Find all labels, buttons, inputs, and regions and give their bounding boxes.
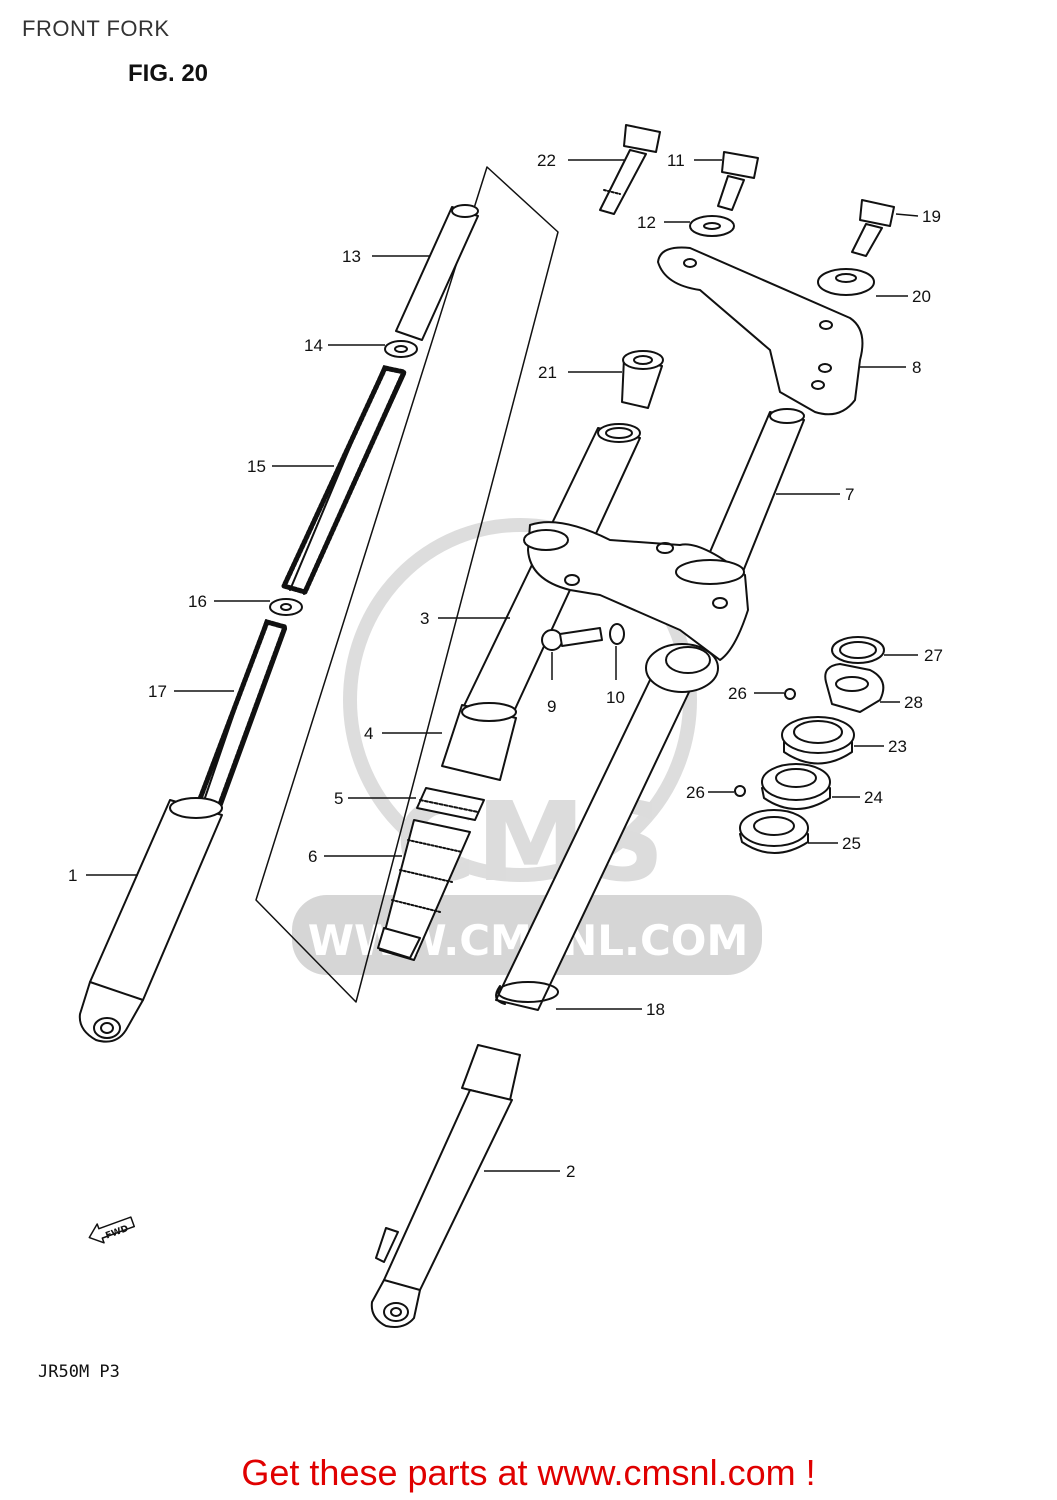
part-2-fork-leg [370,643,719,1328]
part-26-ball-lower [734,785,746,797]
promo-link[interactable]: Get these parts at www.cmsnl.com ! [241,1452,816,1493]
part-13-damper-tube [395,204,479,341]
callout-17: 17 [148,682,167,701]
part-8-upper-bracket [657,246,864,416]
callout-15: 15 [247,457,266,476]
part-25-dust-seal [739,809,809,854]
callout-26-lower: 26 [686,783,705,802]
callout-12: 12 [637,213,656,232]
callout-3: 3 [420,609,429,628]
callout-25: 25 [842,834,861,853]
callout-23: 23 [888,737,907,756]
leader-lines [86,159,919,1172]
callout-21: 21 [538,363,557,382]
part-18-circlip [495,981,559,1005]
callout-28: 27 [924,646,943,665]
part-28-lock-washer [831,636,885,664]
part-15-spring [281,365,407,595]
callout-7: 7 [845,485,854,504]
part-27-nut [824,663,885,713]
callout-24: 24 [864,788,883,807]
callout-26-upper: 26 [728,684,747,703]
part-20-washer [817,268,875,296]
callout-2: 2 [566,1162,575,1181]
part-26-ball-upper [784,688,796,700]
callout-4: 4 [364,724,373,743]
part-23-bearing-race [781,716,855,765]
part-17-spring [189,619,288,830]
part-1-outer-tube [78,797,223,1043]
callout-6: 6 [308,847,317,866]
page-header: FRONT FORK [22,16,170,41]
callout-5: 5 [334,789,343,808]
part-21-cap [621,350,664,409]
callout-18: 18 [646,1000,665,1019]
part-5-oil-seal [416,787,485,821]
callout-16: 16 [188,592,207,611]
part-12-washer [689,215,735,237]
part-10-washer [609,623,625,645]
part-11-bolt [717,151,759,211]
part-14-washer [384,340,418,358]
part-7-steering-stem [523,408,805,661]
part-9-bolt [541,627,603,651]
callout-22: 22 [537,151,556,170]
callout-9: 9 [547,697,556,716]
callout-27: 28 [904,693,923,712]
callout-20: 20 [912,287,931,306]
inner-parts-frame [255,166,559,1003]
callout-1: 1 [68,866,77,885]
part-19-bolt [851,199,895,257]
callout-10: 10 [606,688,625,707]
part-4-dust-seal [441,702,517,781]
callout-13: 13 [342,247,361,266]
fwd-arrow-icon [88,1216,136,1244]
callout-14: 14 [304,336,323,355]
part-16-spring-seat [269,598,303,616]
callout-19: 19 [922,207,941,226]
part-22-bolt [599,124,661,215]
callout-8: 8 [912,358,921,377]
callout-11: 11 [667,151,685,170]
part-6-slide-bushing [377,819,471,961]
figure-title: FIG. 20 [128,60,209,87]
callout-labels: 22 11 12 19 13 20 14 21 8 15 7 16 3 27 9… [68,151,943,1181]
part-24-bearing-race [761,763,831,810]
model-code: JR50M P3 [38,1362,120,1382]
watermark-seal [343,518,697,882]
